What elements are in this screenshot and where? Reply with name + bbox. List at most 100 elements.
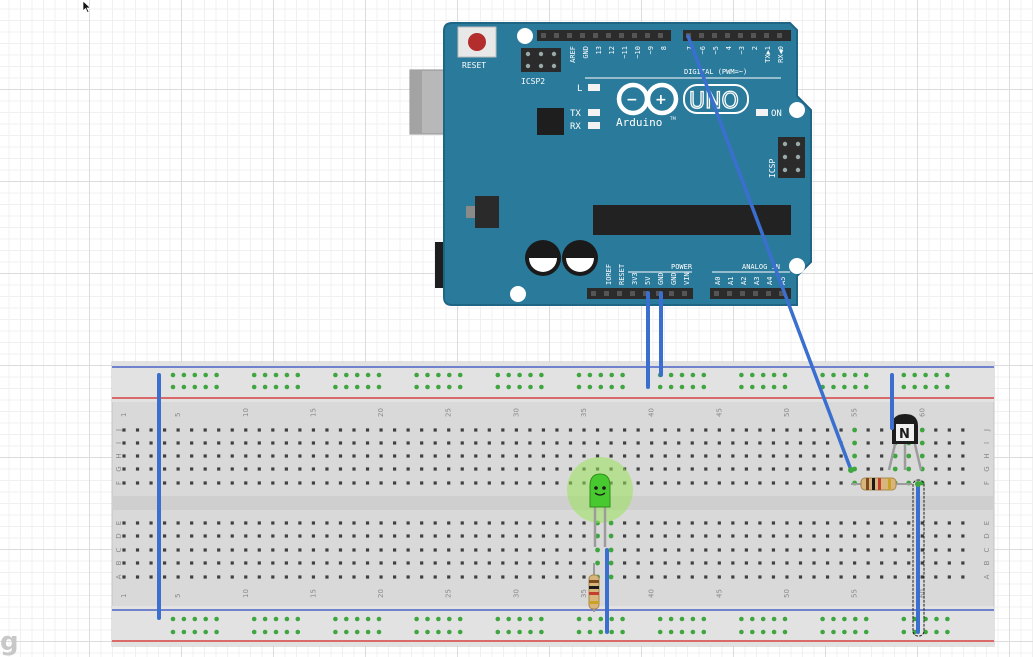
column-number-bottom: 60 [918,589,926,598]
voltage-regulator [475,196,499,228]
column-number-top: 1 [120,413,128,417]
column-number-bottom: 55 [851,589,859,598]
l-led [588,84,600,91]
column-number-bottom: 40 [648,589,656,598]
column-number-bottom: 20 [377,589,385,598]
mount-hole-3 [789,258,805,274]
pin-label: A3 [753,277,761,285]
rx-label: RX [570,122,581,132]
brand-tm: TM [669,116,676,121]
row-letter: E [115,521,123,525]
l-label: L [577,84,582,94]
column-number-bottom: 1 [120,594,128,598]
mount-hole-2 [789,102,805,118]
icsp-header [778,137,805,178]
column-number-top: 45 [715,408,723,417]
pin-label: ~3 [738,46,746,54]
brand-text: Arduino [616,116,662,129]
row-letter: G [983,466,991,471]
pin-label: 4 [725,46,733,50]
column-number-bottom: 30 [512,589,520,598]
column-number-bottom: 5 [174,594,182,598]
svg-text:+: + [655,92,667,108]
column-number-top: 5 [174,413,182,417]
row-letter: J [983,429,991,432]
pin-label: A0 [714,277,722,285]
row-letter: I [983,442,991,444]
column-number-bottom: 35 [580,589,588,598]
row-letter: H [983,453,991,458]
row-letter: D [115,533,123,538]
pin-label: AREF [569,46,577,63]
row-letter: B [115,560,123,565]
wires [157,34,925,637]
column-number-top: 30 [512,408,520,417]
digital-label: DIGITAL (PWM=~) [684,68,747,76]
pin-label: 7 [686,46,694,50]
svg-text:−: − [626,92,638,108]
pin-label: VIN [683,272,691,285]
row-letter: B [983,560,991,565]
row-letter: I [115,442,123,444]
column-number-bottom: 45 [715,589,723,598]
icsp-label: ICSP [768,159,777,178]
resistor-base[interactable] [851,477,912,491]
pin-label: 12 [608,46,616,54]
row-letter: A [115,574,123,579]
led-green[interactable] [567,457,633,547]
column-number-top: 10 [242,408,250,417]
column-number-bottom: 15 [309,589,317,598]
reset-label: RESET [462,61,486,70]
pin-label: 8 [660,46,668,50]
power-label: POWER [671,263,693,271]
analog-label: ANALOG IN [742,263,780,271]
pin-label: GND [657,272,665,285]
resistor-led[interactable] [588,563,600,612]
pin-label: GND [582,46,590,59]
icsp2-header [521,48,561,72]
watermark: g [0,627,19,657]
row-letter: C [115,547,123,552]
column-number-top: 40 [648,408,656,417]
arduino-infinity-logo-icon [616,82,679,116]
column-number-top: 20 [377,408,385,417]
rx-led [588,122,600,129]
pin-label: ~5 [712,46,720,54]
chip-small [537,108,564,135]
pin-label: RESET [618,263,626,285]
npn-transistor[interactable]: N [887,414,923,471]
pin-label: IOREF [605,264,613,285]
pin-label: ~11 [621,46,629,59]
pin-label: A4 [766,277,774,285]
mount-hole-4 [510,286,526,302]
pin-label: RX◀0 [777,46,785,63]
pin-label: 3V3 [631,272,639,285]
row-letter: J [115,429,123,432]
transistor-label: N [899,427,910,442]
column-number-top: 55 [851,408,859,417]
row-letter: A [983,574,991,579]
pin-label: 2 [751,46,759,50]
pin-label: ~9 [647,46,655,54]
wire-pin7[interactable] [686,34,853,472]
on-led [756,109,768,116]
analog-header [710,288,791,299]
pin-label: ~10 [634,46,642,59]
reset-button[interactable] [457,26,497,58]
pin-label: TX▶1 [764,46,772,63]
pin-label: GND [670,272,678,285]
pin-label: A1 [727,277,735,285]
column-number-bottom: 25 [445,589,453,598]
mount-hole-1 [517,28,533,44]
row-letter: H [115,453,123,458]
wire-emitter-selected[interactable] [912,479,925,637]
column-number-bottom: 50 [783,589,791,598]
mouse-cursor-icon [82,0,92,13]
